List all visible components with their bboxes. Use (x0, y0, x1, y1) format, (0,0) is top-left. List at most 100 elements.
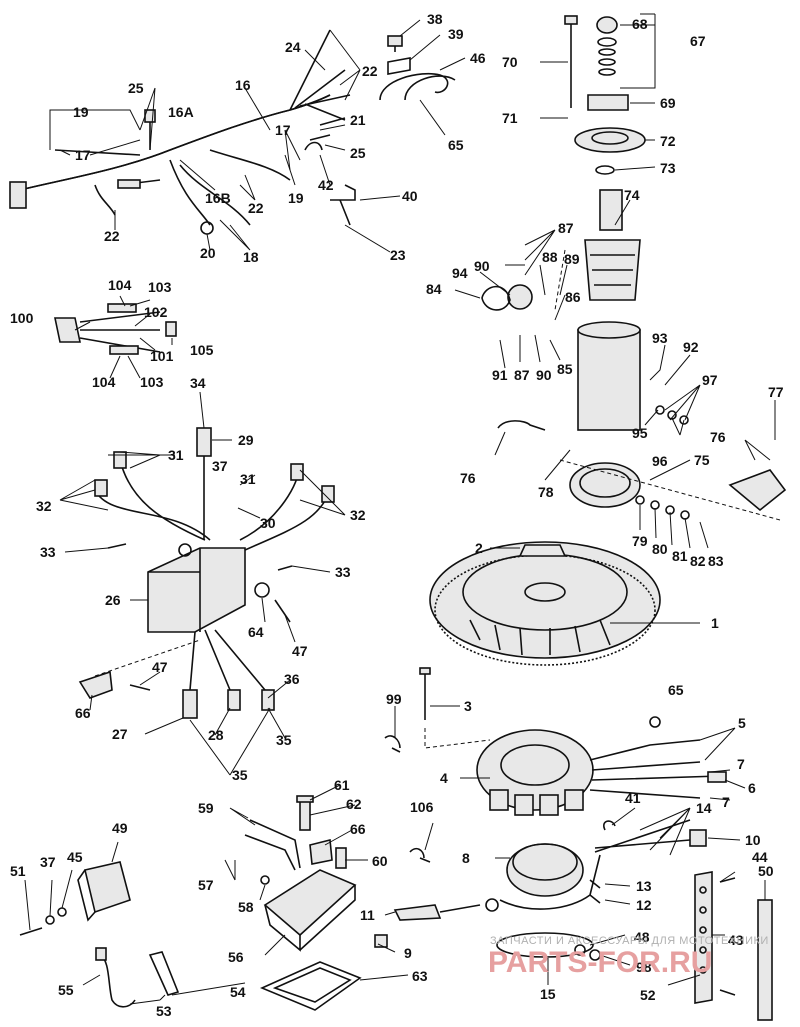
callout-76-right: 76 (710, 429, 726, 445)
callout-82: 82 (690, 553, 706, 569)
callout-24: 24 (285, 39, 301, 55)
callout-33-left: 33 (40, 544, 56, 560)
callout-57: 57 (198, 877, 214, 893)
callout-1: 1 (711, 615, 719, 631)
callout-95: 95 (632, 425, 648, 441)
callout-47-right: 47 (292, 643, 308, 659)
callout-14: 14 (696, 800, 712, 816)
callout-66-left: 66 (75, 705, 91, 721)
callout-52: 52 (640, 987, 656, 1003)
callout-19-right: 19 (288, 190, 304, 206)
stator (384, 716, 727, 816)
callout-20: 20 (200, 245, 216, 261)
callout-51: 51 (10, 863, 26, 879)
callout-68: 68 (632, 16, 648, 32)
callout-44: 44 (752, 849, 768, 865)
callout-25-right: 25 (350, 145, 366, 161)
callout-72: 72 (660, 133, 676, 149)
callout-38: 38 (427, 11, 443, 27)
callout-81: 81 (672, 548, 688, 564)
callout-94: 94 (452, 265, 468, 281)
callout-96: 96 (652, 453, 668, 469)
callout-7-upper: 7 (737, 756, 745, 772)
callout-26: 26 (105, 592, 121, 608)
callout-45: 45 (67, 849, 83, 865)
watermark: ЗАПЧАСТИ И АКСЕССУАРЫ ДЛЯ МОТОТЕХНИКИ PA… (488, 935, 769, 979)
watermark-caption: ЗАПЧАСТИ И АКСЕССУАРЫ ДЛЯ МОТОТЕХНИКИ (490, 935, 769, 947)
callout-76-left: 76 (460, 470, 476, 486)
callout-103-bottom: 103 (140, 374, 164, 390)
callout-104-bottom: 104 (92, 374, 116, 390)
callout-9: 9 (404, 945, 412, 961)
callout-103-top: 103 (148, 279, 172, 295)
callout-numbers: 1 2 3 4 5 6 7 7 8 9 10 11 12 13 14 15 16… (10, 11, 784, 1019)
callout-35-bottom: 35 (232, 767, 248, 783)
callout-11: 11 (360, 907, 375, 923)
callout-2: 2 (475, 540, 483, 556)
callout-32-left: 32 (36, 498, 52, 514)
callout-79: 79 (632, 533, 648, 549)
callout-91: 91 (492, 367, 508, 383)
callout-80: 80 (652, 541, 668, 557)
callout-37-top: 37 (212, 458, 228, 474)
callout-87-bottom: 87 (514, 367, 530, 383)
leader-lines (24, 13, 776, 1005)
callout-105: 105 (190, 342, 214, 358)
callout-40: 40 (402, 188, 418, 204)
callout-41: 41 (625, 790, 641, 806)
callout-98: 98 (636, 959, 652, 975)
callout-70: 70 (502, 54, 518, 70)
callout-47-top: 47 (152, 659, 168, 675)
callout-77: 77 (768, 384, 784, 400)
callout-6: 6 (748, 780, 756, 796)
callout-74: 74 (624, 187, 640, 203)
power-pack (78, 427, 335, 719)
callout-35-right: 35 (276, 732, 292, 748)
callout-18: 18 (243, 249, 259, 265)
callout-31-right: 31 (240, 471, 256, 487)
switch-box (244, 795, 388, 1011)
callout-54: 54 (230, 984, 246, 1000)
callout-23: 23 (390, 247, 406, 263)
callout-33-right: 33 (335, 564, 351, 580)
callout-22-top: 22 (362, 63, 378, 79)
callout-69: 69 (660, 95, 676, 111)
callout-17-left: 17 (75, 147, 91, 163)
callout-3: 3 (464, 698, 472, 714)
callout-30: 30 (260, 515, 276, 531)
timer-base (393, 819, 707, 961)
callout-53: 53 (156, 1003, 172, 1019)
callout-39: 39 (448, 26, 464, 42)
callout-88: 88 (542, 249, 558, 265)
callout-55: 55 (58, 982, 74, 998)
callout-27: 27 (112, 726, 128, 742)
callout-63: 63 (412, 968, 428, 984)
callout-59: 59 (198, 800, 214, 816)
callout-17-right: 17 (275, 122, 291, 138)
callout-15: 15 (540, 986, 556, 1002)
callout-36: 36 (284, 671, 300, 687)
callout-85: 85 (557, 361, 573, 377)
callout-16B: 16B (205, 190, 231, 206)
callout-42: 42 (318, 177, 334, 193)
callout-32-right: 32 (350, 507, 366, 523)
callout-58: 58 (238, 899, 254, 915)
callout-31-left: 31 (168, 447, 184, 463)
terminal-strip (694, 871, 773, 1021)
callout-71: 71 (502, 110, 518, 126)
callout-19-left: 19 (73, 104, 89, 120)
callout-83: 83 (708, 553, 724, 569)
callout-49: 49 (112, 820, 128, 836)
callout-92: 92 (683, 339, 699, 355)
callout-10: 10 (745, 832, 761, 848)
callout-5: 5 (738, 715, 746, 731)
callout-29: 29 (238, 432, 254, 448)
callout-67: 67 (690, 33, 706, 49)
callout-21: 21 (350, 112, 366, 128)
starter-motor (481, 15, 787, 521)
callout-73: 73 (660, 160, 676, 176)
watermark-brand: PARTS-FOR.RU (488, 946, 712, 979)
callout-37-bottom: 37 (40, 854, 56, 870)
callout-86: 86 (565, 289, 581, 305)
callout-104-top: 104 (108, 277, 132, 293)
